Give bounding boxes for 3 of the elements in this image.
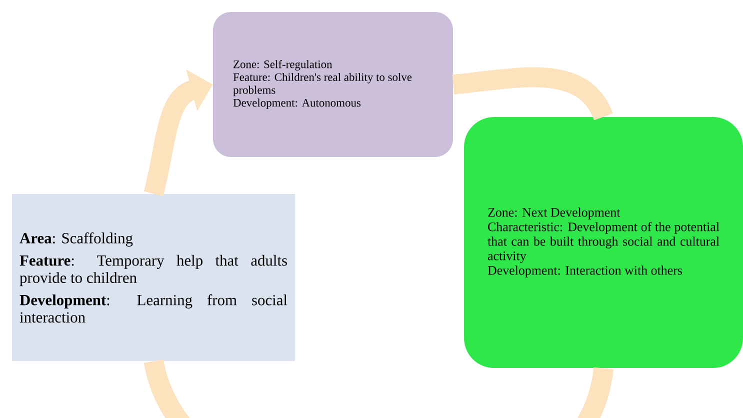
text-box: Zone: Self-regulation Feature: Children's real ability to solve problems Development: Autonomous	[213, 12, 453, 157]
text-box: Zone: Next Development Characteristic: Development of the potential that can be built through social and cultural activity Development: Interaction with others	[464, 117, 743, 368]
text-box: Area: Scaffolding Feature: Temporary help that adults provide to children Development: Learning from social interaction	[12, 194, 295, 361]
